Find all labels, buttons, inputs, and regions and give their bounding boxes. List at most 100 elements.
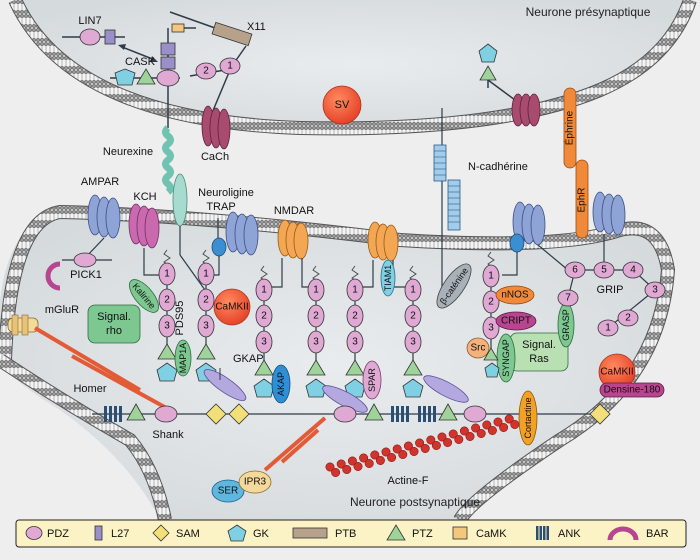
nmdar-label: NMDAR — [274, 205, 314, 217]
camkii-right-label: CaMKII — [600, 367, 633, 378]
densine-label: Densine-180 — [604, 385, 661, 396]
gk-domain — [402, 378, 424, 398]
pdz-domain — [644, 281, 666, 299]
actin-monomer — [347, 456, 357, 466]
shank-label: Shank — [152, 429, 184, 441]
homer-protein: Homer — [33, 326, 171, 412]
x11-protein: 2 1 X11 — [169, 11, 266, 114]
ephrine-label: Éphrine — [563, 110, 576, 145]
ptz-domain — [345, 359, 365, 376]
kch-channel: KCH — [128, 191, 160, 276]
cask-label: CASK — [125, 56, 156, 68]
actin-monomer — [476, 428, 486, 438]
arrowhead-icon — [118, 44, 126, 50]
gk-icon — [227, 524, 247, 542]
tiam1-protein: TIAM1 — [380, 259, 396, 297]
ank-domain — [104, 406, 122, 422]
l27-domain — [160, 42, 176, 56]
pdz-domain — [346, 330, 364, 354]
pdz-number: 2 — [313, 311, 319, 322]
actin-monomer — [437, 432, 447, 442]
pdz-domain — [158, 314, 176, 338]
ser-organelle: SER — [211, 479, 245, 503]
ipr3-link — [263, 416, 327, 472]
nmdar-receptor: NMDAR — [272, 205, 314, 288]
pdz-domain — [307, 278, 325, 302]
pdz-domain — [197, 262, 215, 286]
syngap-label: SYNGAP — [501, 339, 511, 377]
pdz-number: 3 — [164, 321, 170, 332]
pdz-number: 1 — [261, 285, 267, 296]
pdz-domain — [404, 278, 422, 302]
actin-monomer — [471, 423, 481, 433]
neuroligine: Neuroligine — [172, 173, 254, 291]
ptb-icon — [292, 527, 328, 539]
legend-label: ANK — [558, 528, 581, 540]
lin7-protein: LIN7 — [62, 15, 125, 46]
src-protein: Src — [466, 337, 490, 359]
actin-monomer — [487, 425, 497, 435]
actin-monomer — [443, 437, 453, 447]
pdz-domain — [73, 252, 97, 268]
ank-domain — [391, 406, 409, 422]
map1a-protein: MAP1A — [174, 339, 192, 377]
ptz-domain — [136, 68, 156, 85]
pdz-number: 6 — [572, 265, 578, 276]
actin-monomer — [325, 462, 335, 472]
legend-label: PTB — [335, 528, 356, 540]
legend-item-l27: L27 — [94, 525, 129, 541]
pdz-domain — [564, 261, 586, 279]
legend-item-bar: BAR — [607, 526, 669, 541]
presynaptic-title: Neurone présynaptique — [526, 5, 651, 19]
pdz-domain — [307, 304, 325, 328]
actin-monomer — [465, 431, 475, 441]
gk-domain — [484, 362, 500, 378]
pdz-domain — [195, 62, 217, 80]
actin-monomer — [392, 444, 402, 454]
pick1-label: PICK1 — [70, 269, 102, 281]
l27-icon — [94, 525, 103, 541]
ipr3-protein: IPR3 — [238, 470, 272, 494]
postsynaptic-membrane-left — [0, 355, 171, 522]
psd95-protein: 123 — [482, 251, 500, 358]
pdz-number: 2 — [410, 311, 416, 322]
trap-label: TRAP — [206, 201, 235, 213]
ptz-domain — [438, 403, 458, 421]
ptb-domain — [211, 21, 253, 47]
pdz-domain — [197, 314, 215, 338]
pdz-domain — [557, 289, 579, 307]
actin-monomer — [510, 419, 520, 429]
actin-monomer — [420, 443, 430, 453]
spar-protein: SPAR — [362, 360, 382, 400]
akap-protein: AKAP — [271, 364, 291, 404]
map1a-label: MAP1A — [178, 343, 188, 374]
signal-ras-label-line1: Signal. — [522, 339, 556, 351]
pdz-number: 1 — [227, 61, 233, 72]
pdz-domain — [346, 278, 364, 302]
spar-label: SPAR — [367, 368, 377, 392]
pdz-domain — [219, 57, 241, 75]
ampar-label: AMPAR — [81, 176, 119, 188]
neuroligine-label: Neuroligine — [198, 187, 254, 199]
pdz-domain — [255, 304, 273, 328]
pdz-number: 1 — [410, 285, 416, 296]
grasp-label: GRASP — [561, 309, 571, 341]
pdz-number: 2 — [625, 313, 631, 324]
legend-item-camk: CaMK — [452, 526, 507, 540]
psd95-protein: 123 — [253, 265, 275, 398]
psd95-protein: 123 — [344, 265, 366, 398]
sam-domain — [205, 403, 227, 425]
pdz-number: 2 — [203, 66, 209, 77]
actin-monomer — [415, 438, 425, 448]
pdz-number: 2 — [203, 295, 209, 306]
actin-monomer — [331, 467, 341, 477]
densine-180-protein: Densine-180 — [599, 382, 665, 398]
actin-monomer — [499, 422, 509, 432]
legend-label: SAM — [176, 528, 200, 540]
pdz-domain — [482, 264, 500, 288]
gk-domain — [478, 43, 498, 63]
ptz-domain — [364, 403, 384, 421]
lin7-label: LIN7 — [78, 15, 101, 27]
sam-icon — [152, 524, 170, 542]
